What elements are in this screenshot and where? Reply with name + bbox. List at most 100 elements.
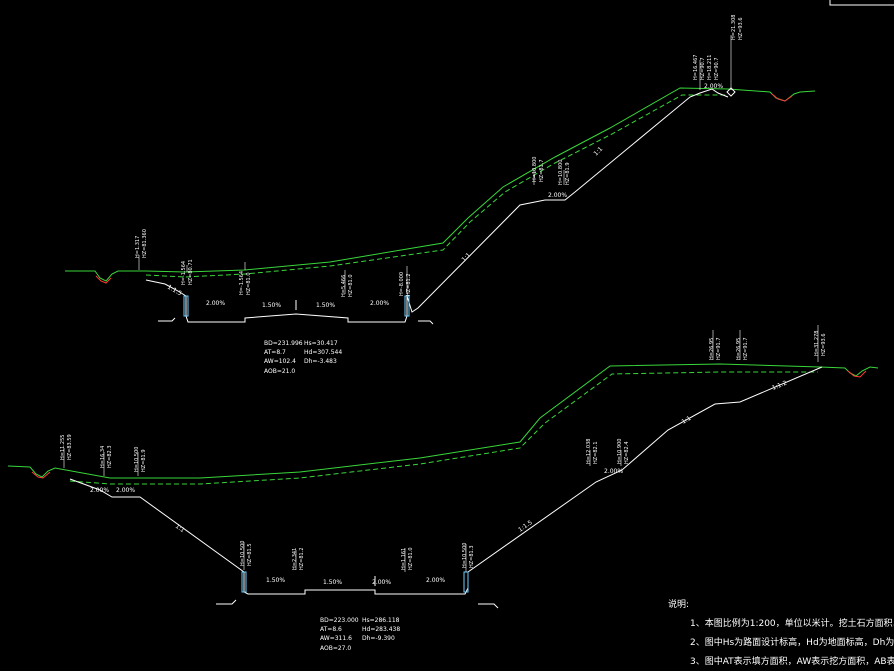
bottom-stake-label: H=16.34 xyxy=(100,446,106,468)
top-stake-label: HZ=81.9 xyxy=(565,162,571,185)
bottom-stake-label: H=26.95 xyxy=(736,338,742,360)
top-stake-label: H=16.467 xyxy=(693,55,699,80)
top-stake-label: H=-1.564 xyxy=(181,261,187,285)
top-info-right: Hd=307.544 xyxy=(304,349,342,356)
bottom-slope: 1:1 xyxy=(174,523,186,534)
top-stake-label: HZ=81.7 xyxy=(539,159,545,182)
top-drain-left xyxy=(95,275,112,284)
top-stake-label: H=21.308 xyxy=(731,15,737,40)
top-stake-label: H=-8.000 xyxy=(399,272,405,296)
top-stake-label: H=18.211 xyxy=(707,55,713,80)
notes-item: 1、本图比例为1:200，单位以米计。挖土石方面积以平方米计。 xyxy=(690,617,894,629)
bottom-stake-label: HZ=82.3 xyxy=(107,445,113,468)
notes-title: 说明: xyxy=(668,598,689,610)
bottom-info-right: Hs=286.118 xyxy=(362,617,400,624)
top-grade: 1.50% xyxy=(316,302,335,309)
top-info-left: AT=8.7 xyxy=(264,349,286,356)
bottom-leader-lines xyxy=(63,325,819,572)
bottom-stake-label: HZ=83.59 xyxy=(67,434,73,460)
bottom-grade-labels: 2.00% 2.00% 1.50% 1.50% 2.00% 2.00% 2.00… xyxy=(90,380,788,586)
bottom-stake-label: HZ=81.3 xyxy=(469,545,475,568)
bottom-stake-label: H=10.500 xyxy=(240,541,246,566)
bottom-info-left: BD=223.000 xyxy=(320,617,359,624)
top-stake-label: H=10.800 xyxy=(532,157,538,182)
top-info-right: Hs=30.417 xyxy=(304,340,338,347)
sheet-corner-mark xyxy=(829,0,894,6)
bottom-slope: 1:1 xyxy=(681,415,693,426)
bottom-ground-line xyxy=(7,363,879,479)
top-stake-label: H=-1.564 xyxy=(239,271,245,295)
bottom-stake-label: HZ=93.6 xyxy=(821,333,827,356)
bottom-stake-label: HZ=91.7 xyxy=(743,337,749,360)
top-grade: 1.50% xyxy=(262,302,281,309)
top-stake-label: H=5.466 xyxy=(341,275,347,297)
bottom-dashed-line xyxy=(69,371,818,485)
top-drain-right xyxy=(771,93,793,102)
bottom-stake-label: H=11.255 xyxy=(60,435,66,460)
top-grade: 2.00% xyxy=(206,300,225,307)
top-stake-label: HZ=90.7 xyxy=(714,57,720,80)
bottom-drain-left xyxy=(31,471,51,479)
bottom-stake-label: HZ=91.7 xyxy=(716,337,722,360)
bottom-drain-right xyxy=(847,370,867,378)
top-grade: 2.00% xyxy=(704,83,723,90)
bottom-grade: 2.00% xyxy=(90,487,109,494)
bottom-stake-label: H=2.341 xyxy=(292,548,298,570)
top-design-line xyxy=(145,88,729,323)
top-info-left: BD=231.996 xyxy=(264,340,303,347)
notes-item: 2、图中Hs为路面设计标高，Hd为地面标高，Dh为填(+)、挖(-)高度。 xyxy=(690,636,894,648)
bottom-flag-right xyxy=(478,603,499,609)
top-stake-label: H=1.317 xyxy=(135,236,141,258)
top-stake-label: HZ=81.0 xyxy=(246,272,252,295)
bottom-stake-label: HZ=81.0 xyxy=(408,547,414,570)
bottom-info-block: BD=223.000 AT=8.6 AW=311.6 AOB=27.0 Hs=2… xyxy=(320,617,400,652)
bottom-flag-left xyxy=(216,599,237,605)
top-slope: 1:1 xyxy=(592,146,604,158)
top-ditch-right xyxy=(404,295,410,317)
top-stake-label: HZ=81.360 xyxy=(142,229,148,258)
bottom-grade: 1.50% xyxy=(323,579,342,586)
top-grade: 2.00% xyxy=(370,300,389,307)
bottom-stake-label: H=1.161 xyxy=(401,548,407,570)
bottom-ditch-left xyxy=(241,571,247,593)
bottom-stake-labels: H=11.255 HZ=83.59 H=16.34 HZ=82.3 H=10.5… xyxy=(60,331,827,570)
top-info-right: Dh=-3.483 xyxy=(304,358,337,365)
bottom-cross-section xyxy=(7,325,879,609)
bottom-info-right: Hd=283.438 xyxy=(362,626,400,633)
bottom-grade: 2.00% xyxy=(604,468,623,475)
top-stake-label: H=10.800 xyxy=(558,160,564,185)
bottom-design-line xyxy=(69,366,823,595)
top-stake-label: HZ=81.2 xyxy=(406,273,412,296)
bottom-stake-label: HZ=81.5 xyxy=(247,543,253,566)
notes-block: 说明: 1、本图比例为1:200，单位以米计。挖土石方面积以平方米计。 2、图中… xyxy=(668,598,894,667)
top-flag-left xyxy=(158,317,176,322)
top-stake-labels: H=1.317 HZ=81.360 H=-1.564 HZ=80.71 H=-1… xyxy=(135,15,744,297)
top-dashed-line xyxy=(145,94,725,278)
bottom-stake-label: HZ=81.2 xyxy=(299,547,305,570)
top-stake-label: HZ=90.7 xyxy=(700,57,706,80)
bottom-info-left: AT=8.6 xyxy=(320,626,342,633)
bottom-grade: 1.50% xyxy=(266,577,285,584)
top-stake-label: HZ=81.0 xyxy=(348,274,354,297)
bottom-stake-label: H=10.500 xyxy=(134,447,140,472)
top-grade: 2.00% xyxy=(548,192,567,199)
bottom-stake-label: H=26.95 xyxy=(709,338,715,360)
top-flag-right xyxy=(418,320,434,325)
bottom-stake-label: H=12.038 xyxy=(586,439,592,464)
top-cross-section xyxy=(65,35,816,325)
bottom-grade: 2.00% xyxy=(372,579,391,586)
bottom-grade: 2.00% xyxy=(116,487,135,494)
top-ditch-left xyxy=(183,295,189,317)
bottom-stake-label: H=31.278 xyxy=(814,331,820,356)
bottom-stake-label: H=10.500 xyxy=(462,543,468,568)
bottom-info-left: AW=311.6 xyxy=(320,635,352,642)
bottom-info-left: AOB=27.0 xyxy=(320,645,351,652)
top-stake-label: HZ=80.71 xyxy=(188,259,194,285)
top-info-block: BD=231.996 AT=8.7 AW=102.4 AOB=21.0 Hs=3… xyxy=(264,340,342,375)
bottom-stake-label: H=10.900 xyxy=(617,439,623,464)
bottom-grade: 2.00% xyxy=(426,577,445,584)
top-ground-line xyxy=(65,87,816,282)
bottom-slope: 1:1.2 xyxy=(771,380,788,392)
